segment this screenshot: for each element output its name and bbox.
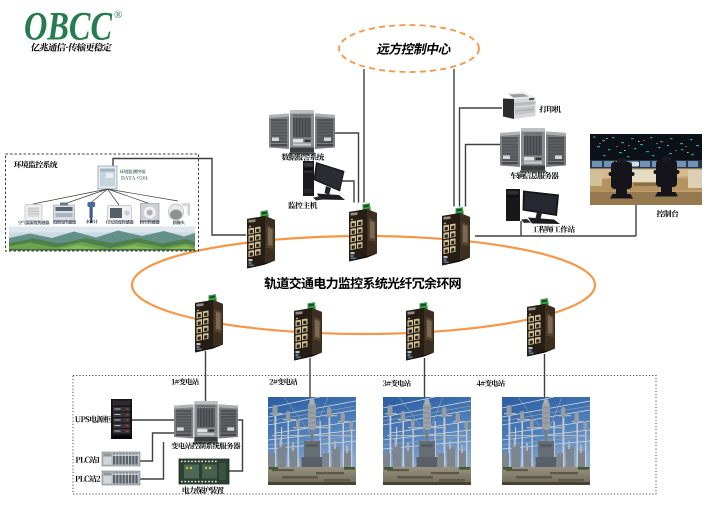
svg-text:OBCC: OBCC xyxy=(24,4,113,49)
svg-text:®: ® xyxy=(114,9,122,21)
